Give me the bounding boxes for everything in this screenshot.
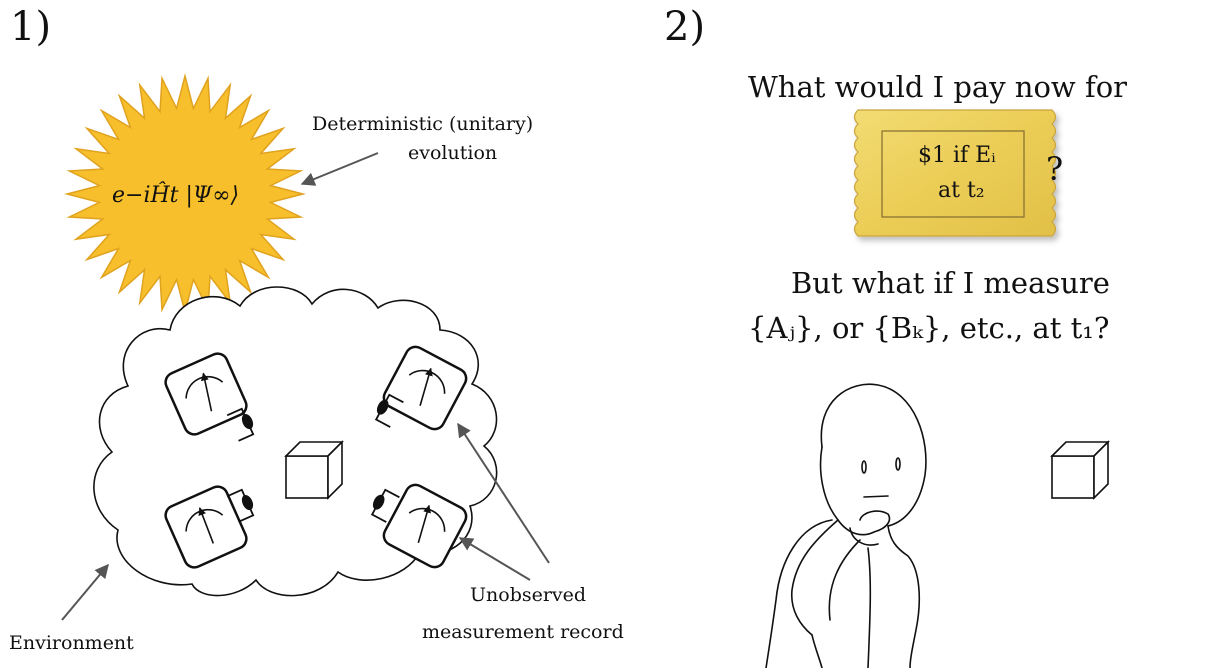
eye-icon — [226, 488, 255, 523]
ticket-inner-frame — [881, 130, 1025, 218]
eye-icon — [374, 393, 404, 428]
unobserved-label-line2: measurement record — [422, 621, 624, 643]
sun-formula: e−iĤt |Ψ∞⟩ — [112, 183, 240, 208]
environment-label: Environment — [9, 632, 134, 654]
pay-question: What would I pay now for — [748, 70, 1128, 104]
thinking-person-icon — [765, 383, 927, 668]
eye-icon — [226, 407, 255, 442]
cube-icon — [1050, 440, 1110, 500]
deterministic-label-line1: Deterministic (unitary) — [312, 113, 534, 135]
panel-1-number: 1) — [10, 4, 52, 50]
deterministic-label-line2: evolution — [408, 142, 498, 164]
ticket-icon — [853, 109, 1057, 237]
ticket-text-line2: at t₂ — [938, 178, 985, 203]
measuring-device-icon — [382, 483, 468, 569]
ticket-text-line1: $1 if Eᵢ — [918, 143, 996, 168]
measuring-device-icon — [164, 352, 248, 436]
measuring-device-icon — [382, 345, 468, 431]
measure-question-line1: But what if I measure — [791, 266, 1110, 300]
eye-icon — [370, 488, 400, 523]
ticket-question-mark: ? — [1046, 150, 1064, 188]
unobserved-label-line1: Unobserved — [470, 584, 587, 606]
record-arrow — [458, 537, 531, 581]
panel-2-number: 2) — [664, 4, 706, 50]
deterministic-arrow — [300, 152, 379, 186]
cube-icon — [284, 440, 344, 500]
record-arrow — [457, 422, 550, 564]
environment-arrow — [61, 563, 109, 621]
measuring-device-icon — [164, 485, 248, 569]
measure-question-line2: {Aⱼ}, or {Bₖ}, etc., at t₁? — [748, 311, 1110, 345]
